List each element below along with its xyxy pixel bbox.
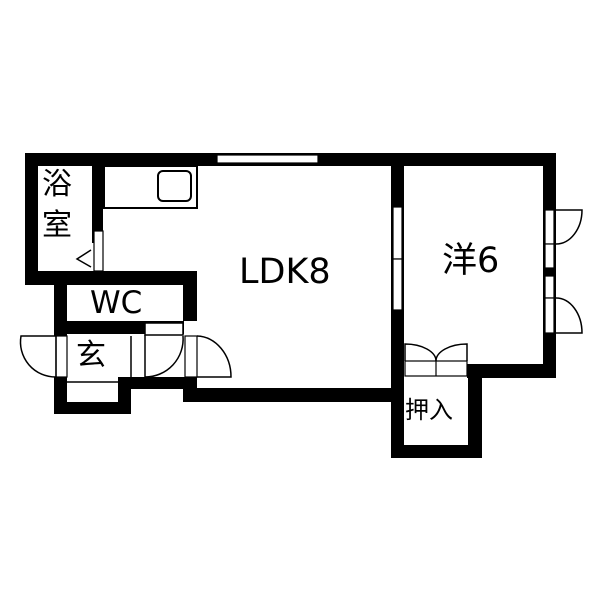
wall-wc-left	[54, 271, 67, 336]
door-swings	[19, 209, 583, 383]
sliding-door-left[interactable]	[392, 206, 403, 260]
window-west-3	[544, 275, 555, 299]
wall-genkan-step-top	[118, 377, 197, 389]
western-door-swing-1	[555, 209, 583, 245]
room-label-closet: 押入	[405, 396, 453, 424]
room-label-ldk: LDK8	[239, 252, 331, 292]
kitchen	[103, 165, 198, 209]
sink-icon	[157, 170, 192, 202]
walls	[25, 153, 556, 458]
closet-door-swing-right	[435, 343, 468, 362]
kitchen-counter	[103, 165, 198, 209]
bath-door-icon	[75, 249, 92, 268]
window-west-2	[544, 243, 555, 269]
window-west-1	[544, 209, 555, 245]
room-label-western: 洋6	[442, 241, 500, 281]
room-label-entrance: 玄	[76, 338, 106, 373]
window-ldk-top	[216, 154, 319, 164]
ldk-door-frame[interactable]	[184, 335, 198, 378]
entrance-door-swing	[19, 335, 57, 378]
wall-left-bath	[25, 153, 38, 285]
wc-door-swing	[144, 335, 184, 378]
window-west-4	[544, 297, 555, 334]
room-label-bath-2: 室	[42, 208, 72, 243]
wall-bath-bottom	[25, 271, 197, 285]
wall-closet-right	[468, 364, 482, 458]
room-label-bath-1: 浴	[42, 167, 72, 202]
entrance-door-frame[interactable]	[55, 335, 68, 378]
sliding-door-right[interactable]	[392, 258, 403, 311]
wall-genkan-bottom	[54, 402, 131, 414]
bath-door-frame[interactable]	[93, 230, 104, 272]
wall-wc-right	[183, 271, 197, 321]
wall-closet-bottom	[391, 445, 482, 458]
western-door-swing-2	[555, 297, 583, 334]
closet-door-swing-left	[404, 343, 437, 362]
wall-ldk-bottom	[183, 388, 404, 402]
wc-door-frame	[144, 322, 184, 336]
ldk-door-swing	[196, 335, 232, 378]
wall-bath-partition	[92, 153, 103, 243]
wall-western-bottom	[467, 364, 556, 378]
room-label-wc: WC	[90, 285, 143, 321]
